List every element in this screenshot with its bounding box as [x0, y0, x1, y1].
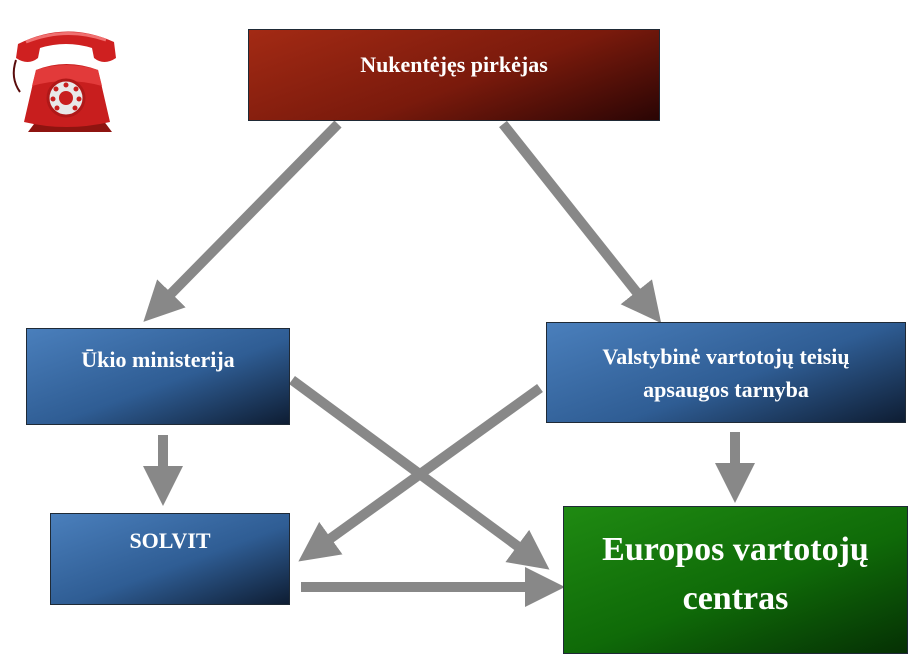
node-consumer-authority-label: Valstybinė vartotojų teisių apsaugos tar…	[602, 343, 850, 402]
node-ministry-label: Ūkio ministerija	[81, 347, 235, 372]
node-solvit: SOLVIT	[50, 513, 290, 605]
red-rotary-phone-icon	[12, 31, 116, 132]
node-ecc-label: Europos vartotojų centras	[602, 531, 869, 618]
node-buyer-label: Nukentėjęs pirkėjas	[360, 52, 548, 77]
arrow-buyer-to-ministry	[143, 120, 342, 322]
arrow-buyer-to-authority	[499, 120, 662, 324]
arrow-authority-to-solvit	[298, 383, 543, 562]
node-solvit-label: SOLVIT	[129, 528, 211, 553]
node-ecc: Europos vartotojų centras	[563, 506, 908, 654]
arrow-ministry-to-ecc	[289, 375, 550, 570]
node-ministry: Ūkio ministerija	[26, 328, 290, 425]
node-buyer: Nukentėjęs pirkėjas	[248, 29, 660, 121]
node-consumer-authority: Valstybinė vartotojų teisių apsaugos tar…	[546, 322, 906, 423]
